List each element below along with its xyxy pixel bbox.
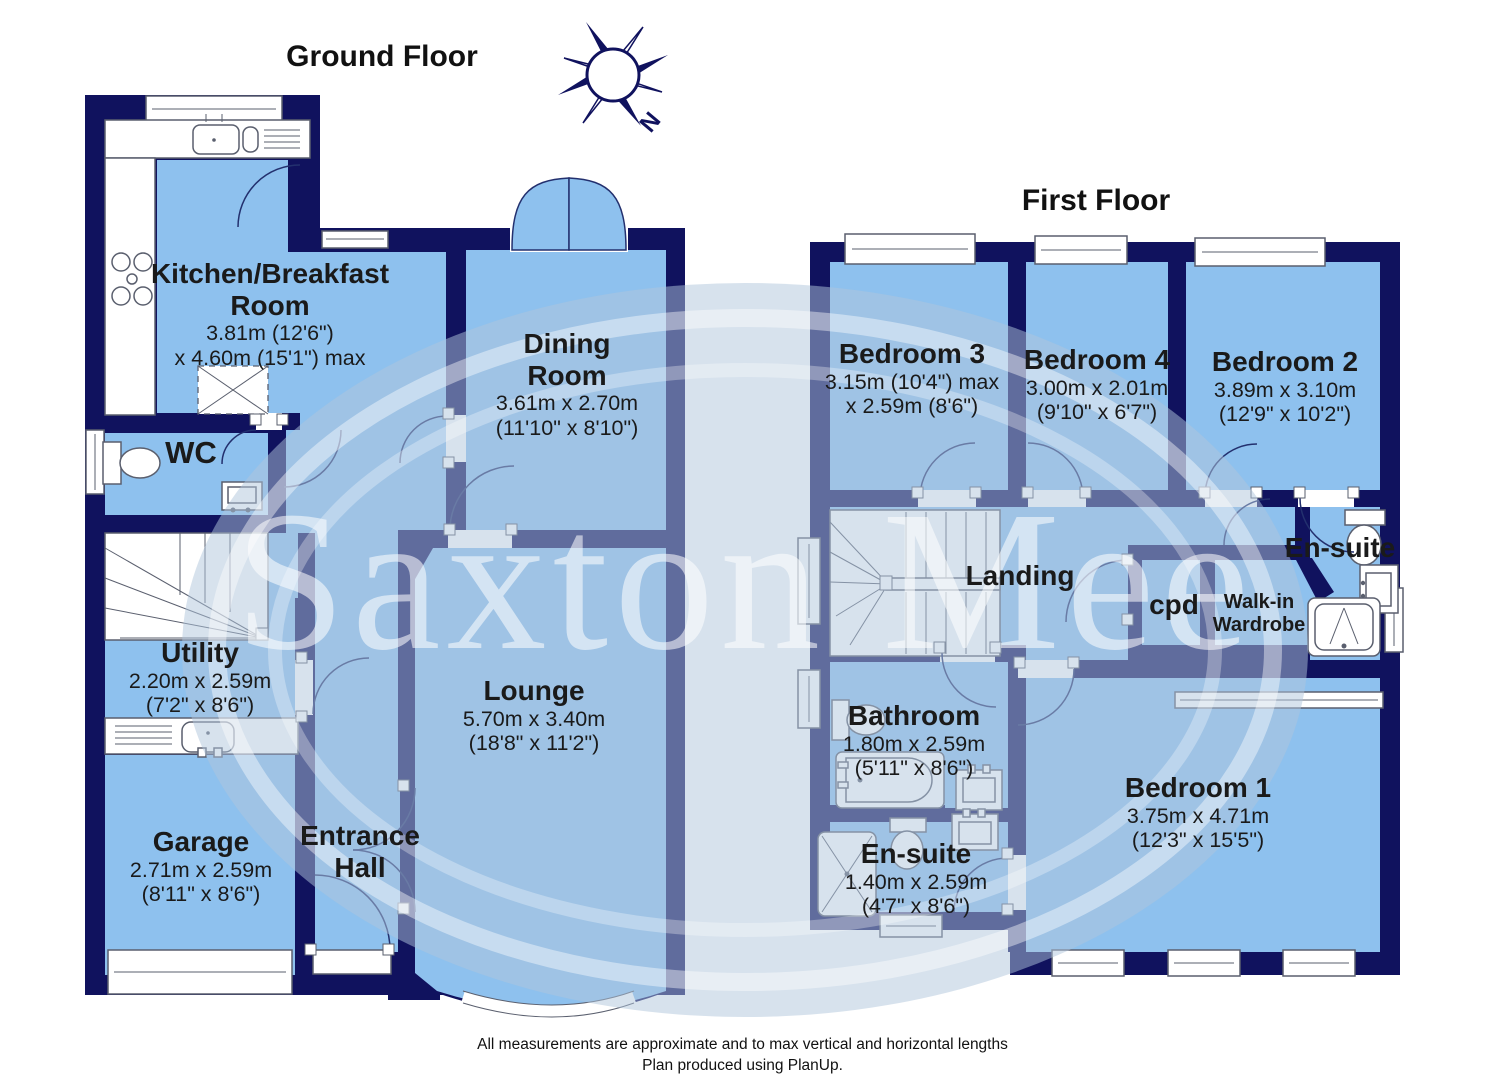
bedroom2-window-icon — [1194, 237, 1326, 267]
disclaimer-line2: Plan produced using PlanUp. — [642, 1056, 843, 1074]
wc-toilet-icon — [102, 441, 161, 485]
bathroom-label: Bathroom 1.80m x 2.59m (5'11" x 8'6") — [842, 700, 986, 780]
first-floor-title: First Floor — [1021, 184, 1171, 217]
ensuite-bottom-label: En-suite 1.40m x 2.59m (4'7" x 8'6") — [844, 838, 988, 918]
breakfast-window-icon — [321, 230, 389, 249]
wc-window-icon — [85, 429, 105, 495]
ensuite-top-toilet-icon — [1344, 509, 1386, 566]
disclaimer-line1: All measurements are approximate and to … — [477, 1036, 1008, 1053]
bedroom3-label: Bedroom 3 3.15m (10'4") max x 2.59m (8'6… — [824, 338, 1000, 418]
ensuite-top-shower-icon — [1307, 597, 1381, 657]
landing-label: Landing — [965, 560, 1075, 591]
disclaimer: All measurements are approximate and to … — [477, 1035, 1008, 1077]
ground-floor-title: Ground Floor — [286, 40, 478, 73]
bedroom4-window-icon — [1034, 235, 1128, 265]
kitchen-label: Kitchen/Breakfast Room 3.81m (12'6") x 4… — [150, 258, 390, 370]
french-door-left — [511, 177, 570, 251]
walk-in-wardrobe-label: Walk-in Wardrobe — [1212, 591, 1306, 636]
entrance-hall-label: Entrance Hall — [300, 820, 420, 883]
bedroom3-window-icon — [844, 233, 976, 265]
bedroom1-windows-icon — [1051, 949, 1356, 977]
cpd-label: cpd — [1149, 589, 1199, 620]
kitchen-window-icon — [145, 95, 283, 123]
french-door-right — [568, 177, 627, 251]
bedroom4-label: Bedroom 4 3.00m x 2.01m (9'10" x 6'7") — [1023, 344, 1171, 424]
dining-room-label: Dining Room 3.61m x 2.70m (11'10" x 8'10… — [495, 328, 639, 440]
wc-label: WC — [165, 435, 217, 470]
hob-icon — [111, 252, 153, 306]
watermark: Saxton Mee — [182, 283, 1308, 1017]
garage-label: Garage 2.71m x 2.59m (8'11" x 8'6") — [129, 826, 273, 906]
bedroom1-label: Bedroom 1 3.75m x 4.71m (12'3" x 15'5") — [1124, 772, 1272, 852]
garage-door-icon — [107, 949, 293, 995]
front-door-threshold — [312, 949, 392, 975]
compass-north-label: N — [635, 107, 667, 138]
kitchen-sink-icon — [192, 114, 300, 155]
bedroom2-label: Bedroom 2 3.89m x 3.10m (12'9" x 10'2") — [1211, 346, 1359, 426]
larder-unit-icon — [197, 365, 269, 415]
compass-icon: N — [558, 22, 668, 138]
lounge-label: Lounge 5.70m x 3.40m (18'8" x 11'2") — [462, 675, 606, 755]
kitchen-counter — [104, 119, 311, 416]
ensuite-top-label: En-suite — [1284, 532, 1396, 563]
watermark-text: Saxton Mee — [235, 471, 1256, 692]
utility-label: Utility 2.20m x 2.59m (7'2" x 8'6") — [128, 637, 272, 717]
